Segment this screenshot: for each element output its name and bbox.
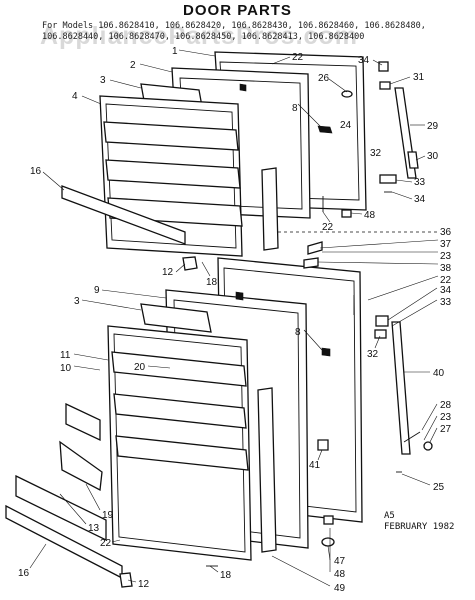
callout-48: 48 [334, 569, 346, 580]
callout-25: 25 [433, 482, 445, 493]
callout-48: 48 [364, 210, 376, 221]
fresh-food-shelves [5, 402, 123, 580]
callout-20: 20 [134, 362, 146, 373]
callout-19: 19 [102, 510, 114, 521]
callout-31: 31 [413, 72, 425, 83]
callout-9: 9 [94, 285, 100, 296]
callout-12: 12 [138, 579, 150, 590]
callout-11: 11 [60, 350, 71, 361]
callout-37: 37 [440, 239, 452, 250]
callout-22: 22 [440, 275, 452, 286]
callout-12: 12 [162, 267, 174, 278]
callout-23: 23 [440, 412, 452, 423]
freezer-hinge-channel [261, 167, 279, 251]
callout-13: 13 [88, 523, 100, 534]
callout-10: 10 [60, 363, 72, 374]
callout-23: 23 [440, 251, 452, 262]
callout-18: 18 [220, 570, 232, 581]
callout-numbers: 1 2 3 4 16 8 22 26 34 31 24 29 32 30 33 … [18, 46, 452, 594]
callout-33: 33 [440, 297, 452, 308]
callout-34: 34 [358, 55, 370, 66]
callout-30: 30 [427, 151, 439, 162]
callout-22: 22 [292, 52, 304, 63]
callout-34: 34 [440, 285, 452, 296]
callout-3: 3 [100, 75, 106, 86]
footer-date: FEBRUARY 1982 [384, 522, 455, 532]
callout-36: 36 [440, 227, 452, 238]
fresh-food-hinge-channel [257, 387, 277, 553]
callout-27: 27 [440, 424, 452, 435]
model-list-line-2: 106.8628440, 106.8628470, 106.8628450, 1… [42, 32, 365, 42]
freezer-handle-assembly [378, 61, 419, 193]
callout-32: 32 [367, 349, 379, 360]
model-list-line-1: For Models 106.8628410, 106.8628420, 106… [42, 21, 426, 31]
callout-24: 24 [340, 120, 352, 131]
fresh-food-door-liner [107, 325, 252, 561]
callout-16: 16 [30, 166, 42, 177]
callout-47: 47 [334, 556, 346, 567]
callout-8: 8 [292, 103, 298, 114]
callout-29: 29 [427, 121, 439, 132]
callout-22: 22 [100, 538, 112, 549]
callout-32: 32 [370, 148, 382, 159]
callout-1: 1 [172, 46, 178, 57]
callout-2: 2 [130, 60, 136, 71]
callout-33: 33 [414, 177, 426, 188]
leader-lines [29, 49, 439, 587]
callout-34: 34 [414, 194, 426, 205]
callout-22: 22 [322, 222, 334, 233]
callout-41: 41 [309, 460, 321, 471]
callout-16: 16 [18, 568, 30, 579]
fresh-food-handle-assembly [374, 315, 433, 473]
callout-4: 4 [72, 91, 78, 102]
callout-3: 3 [74, 296, 80, 307]
freezer-shelf-front [61, 185, 186, 245]
callout-40: 40 [433, 368, 445, 379]
fresh-food-liner-trim [140, 303, 212, 333]
callout-49: 49 [334, 583, 346, 594]
callout-18: 18 [206, 277, 218, 288]
callout-28: 28 [440, 400, 452, 411]
page-title: DOOR PARTS [183, 2, 292, 19]
watermark: AppliancePartsPros.com [40, 22, 358, 50]
cabinet-side-hardware [303, 241, 323, 269]
callout-26: 26 [318, 73, 330, 84]
callout-38: 38 [440, 263, 452, 274]
footer-code: A5 [384, 511, 395, 521]
fresh-food-door-hardware [119, 291, 355, 588]
callout-8: 8 [295, 327, 301, 338]
